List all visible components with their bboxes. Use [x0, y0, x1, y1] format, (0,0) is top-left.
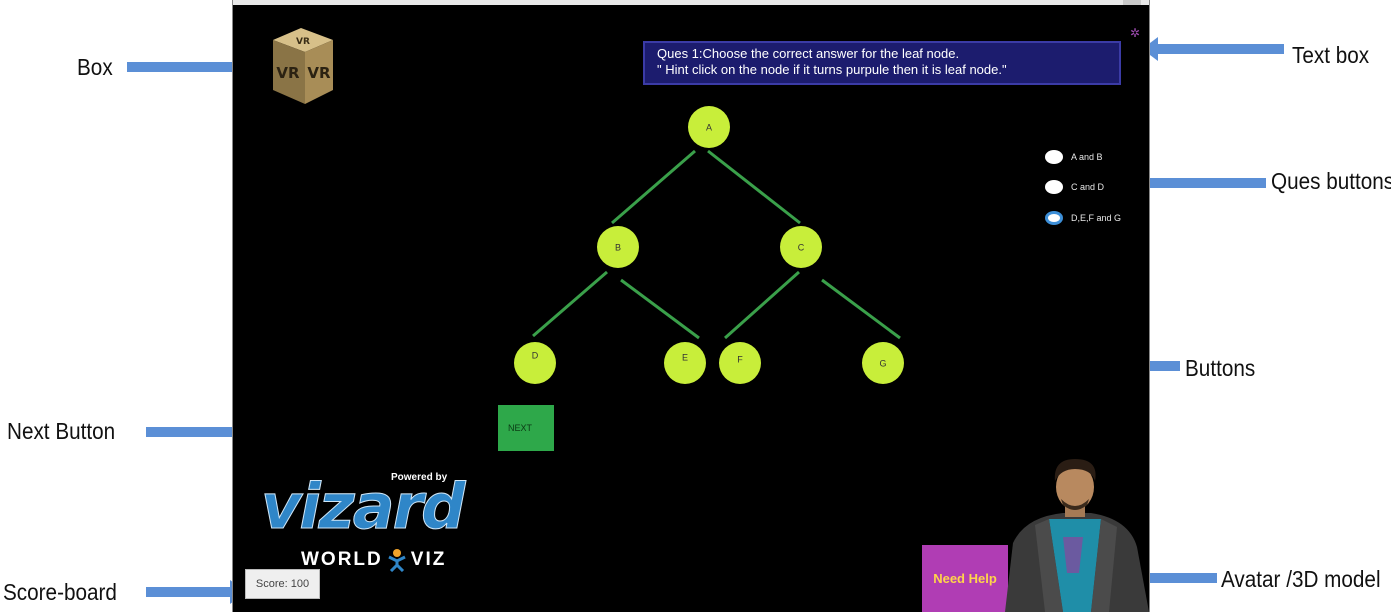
- callout-text-box: Text box: [1292, 42, 1370, 68]
- callout-ques-buttons: Ques buttons: [1271, 168, 1391, 194]
- option-a-and-b[interactable]: A and B: [1045, 150, 1103, 164]
- callout-buttons: Buttons: [1185, 355, 1256, 381]
- powered-by-text: Powered by: [391, 472, 448, 483]
- binary-tree: A B C D E F G: [514, 106, 904, 384]
- arrow-score-board: [146, 580, 246, 604]
- window-close-button[interactable]: [1123, 0, 1141, 5]
- callout-avatar: Avatar /3D model: [1221, 566, 1381, 592]
- option-label: A and B: [1071, 152, 1103, 162]
- svg-text:C: C: [798, 242, 805, 252]
- vizard-app-window: VR VR VR Ques 1:Choose the correct answe…: [232, 0, 1150, 612]
- next-button[interactable]: NEXT: [498, 405, 554, 451]
- worldviz-figure-icon: [388, 549, 406, 572]
- tree-edges: [532, 149, 901, 340]
- edge-b-e: [620, 278, 700, 340]
- callout-next-button: Next Button: [7, 418, 116, 444]
- option-radio[interactable]: [1045, 150, 1063, 164]
- tree-node-c[interactable]: C: [780, 226, 822, 268]
- option-radio[interactable]: [1045, 180, 1063, 194]
- question-text-box: Ques 1:Choose the correct answer for the…: [643, 41, 1121, 85]
- edge-c-f: [724, 270, 800, 340]
- option-defg[interactable]: D,E,F and G: [1045, 211, 1121, 225]
- option-label: D,E,F and G: [1071, 213, 1122, 223]
- option-label: C and D: [1071, 182, 1105, 192]
- svg-text:E: E: [682, 352, 688, 362]
- vr-box-icon[interactable]: VR VR VR: [267, 26, 339, 108]
- option-c-and-d[interactable]: C and D: [1045, 180, 1104, 194]
- world-text: WORLD: [301, 549, 383, 570]
- edge-a-b: [611, 149, 696, 225]
- arrow-avatar: [1133, 566, 1217, 590]
- need-help-button[interactable]: Need Help: [922, 545, 1008, 612]
- svg-text:B: B: [615, 242, 621, 252]
- tree-node-d[interactable]: D: [514, 342, 556, 384]
- worldviz-wordmark: WORLD VIZ: [301, 548, 446, 572]
- vizard-wordmark: vizard: [261, 470, 467, 544]
- edge-c-g: [821, 278, 901, 340]
- settings-icon[interactable]: ✲: [1130, 26, 1141, 40]
- score-board: Score: 100: [245, 569, 320, 599]
- option-radio-selected[interactable]: [1045, 211, 1063, 225]
- edge-a-c: [707, 149, 801, 225]
- callout-box: Box: [77, 54, 113, 80]
- svg-text:VR: VR: [307, 64, 331, 82]
- svg-text:VR: VR: [276, 64, 300, 82]
- arrow-text-box: [1142, 37, 1284, 61]
- question-line-1: Ques 1:Choose the correct answer for the…: [657, 46, 960, 61]
- avatar-3d-model[interactable]: [1005, 455, 1149, 612]
- tree-node-g[interactable]: G: [862, 342, 904, 384]
- tree-node-f[interactable]: F: [719, 342, 761, 384]
- svg-text:F: F: [737, 354, 743, 364]
- vizard-logo: Powered by vizard WORLD VIZ: [261, 468, 466, 580]
- tree-node-a[interactable]: A: [688, 106, 730, 148]
- svg-text:D: D: [532, 350, 539, 360]
- tree-node-e[interactable]: E: [664, 342, 706, 384]
- svg-text:VR: VR: [296, 37, 310, 47]
- svg-text:A: A: [706, 122, 712, 132]
- question-line-2: " Hint click on the node if it turns pur…: [657, 62, 1007, 77]
- arrow-ques-buttons: [1132, 171, 1266, 195]
- callout-score-board: Score-board: [3, 579, 117, 605]
- title-bar: [233, 0, 1149, 5]
- edge-b-d: [532, 270, 608, 338]
- arrow-box: [127, 55, 263, 79]
- svg-text:G: G: [879, 358, 886, 368]
- tree-node-b[interactable]: B: [597, 226, 639, 268]
- viz-text: VIZ: [410, 549, 447, 570]
